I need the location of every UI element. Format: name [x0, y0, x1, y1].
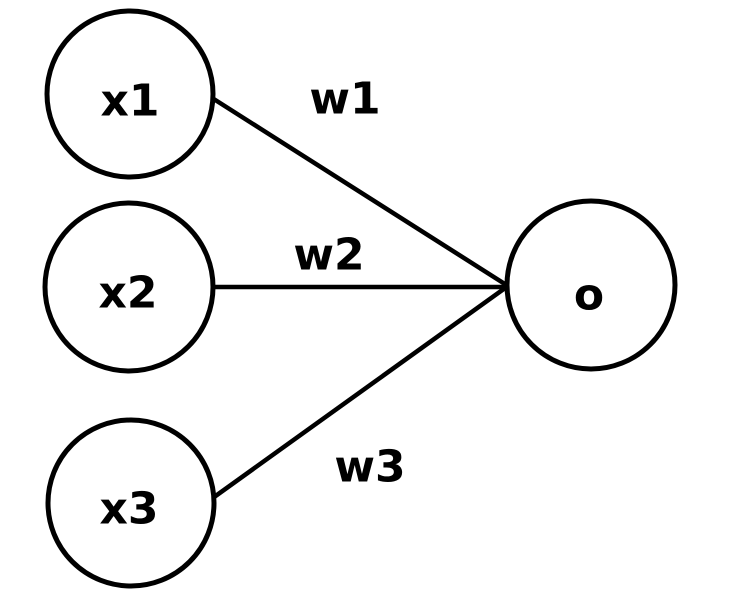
node-x2-circle — [42, 200, 216, 374]
edge-label-w3: w3 — [334, 442, 405, 493]
node-o-circle — [504, 198, 678, 372]
input-node-x1: x1 — [44, 8, 216, 180]
edge-label-w1: w1 — [309, 74, 380, 125]
node-x1-label: x1 — [101, 76, 160, 127]
node-o-label: o — [574, 270, 604, 321]
node-x2-label: x2 — [99, 268, 158, 319]
edge-x1-to-o — [206, 93, 511, 289]
node-x3-label: x3 — [100, 484, 159, 535]
node-x3-circle — [45, 417, 217, 589]
edge-x3-to-o — [207, 283, 511, 503]
node-x1-circle — [44, 8, 216, 180]
input-node-x2: x2 — [42, 200, 216, 374]
input-node-x3: x3 — [45, 417, 217, 589]
output-node-o: o — [504, 198, 678, 372]
edge-label-w2: w2 — [293, 230, 364, 281]
